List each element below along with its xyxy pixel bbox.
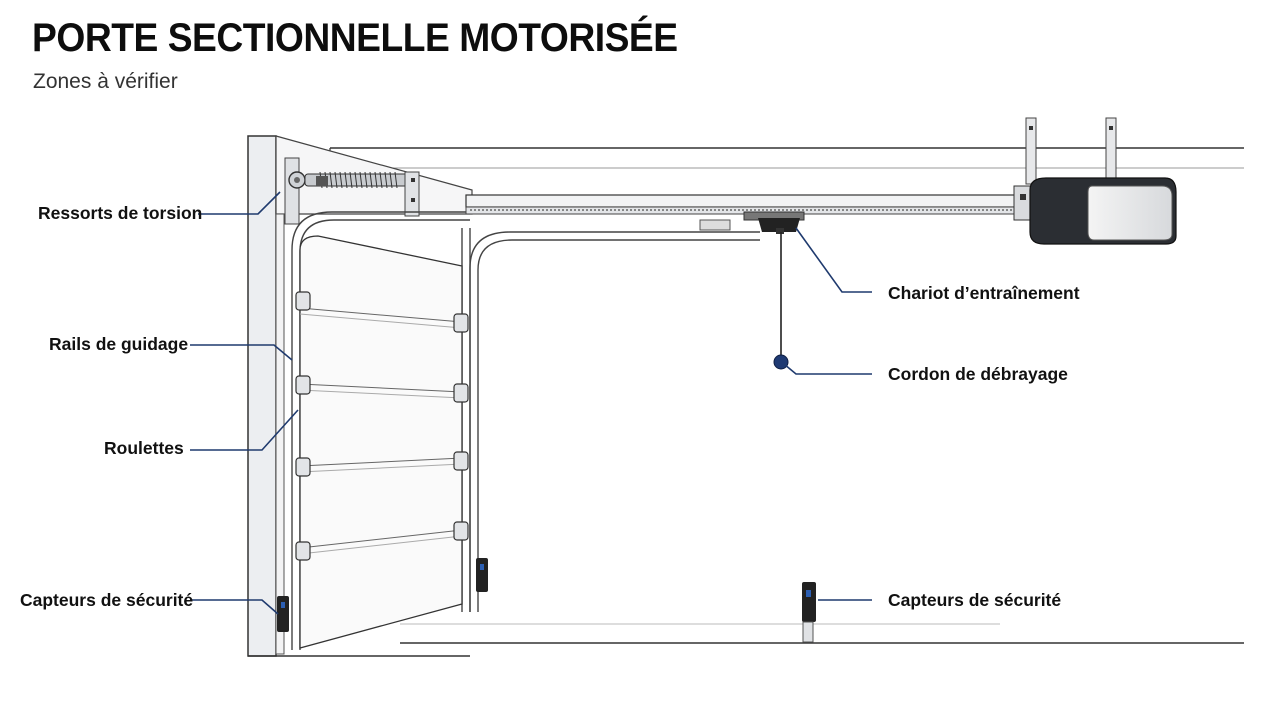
label-drive-trolley: Chariot d’entraînement — [888, 283, 1080, 303]
callout-lines — [190, 191, 872, 615]
label-safety-sensors-right: Capteurs de sécurité — [888, 590, 1062, 610]
safety-sensor-right — [802, 582, 816, 643]
page-title: PORTE SECTIONNELLE MOTORISÉE — [32, 16, 678, 60]
room-outline — [329, 147, 1244, 644]
safety-sensor-left — [277, 596, 289, 632]
door-rollers — [295, 291, 469, 561]
label-torsion-springs: Ressorts de torsion — [38, 203, 203, 223]
drive-trolley — [743, 211, 805, 234]
safety-sensor-door — [476, 558, 488, 592]
door-panels — [299, 235, 463, 649]
label-rollers: Roulettes — [104, 438, 184, 458]
label-guide-rails: Rails de guidage — [49, 334, 189, 354]
torsion-spring — [284, 157, 420, 225]
label-release-cord: Cordon de débrayage — [888, 364, 1068, 384]
label-safety-sensors-left: Capteurs de sécurité — [20, 590, 194, 610]
page-subtitle: Zones à vérifier — [33, 70, 178, 93]
release-cord — [773, 232, 789, 370]
motor-unit — [1013, 117, 1177, 245]
